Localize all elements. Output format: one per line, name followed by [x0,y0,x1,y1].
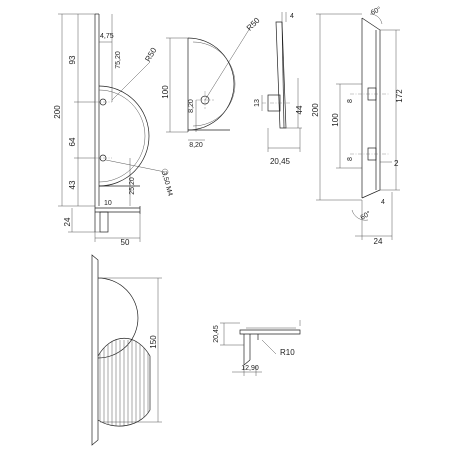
dim-side-offset: 4,75 [100,33,114,40]
dim-front-radius: R50 [143,46,158,64]
dim-right-hole-lower: 8 [347,157,354,161]
dim-hole-low: 25,20 [129,177,136,195]
dim-cup-height: 100 [161,85,170,99]
dim-side-width: 20,45 [270,157,291,166]
dim-right-base: 24 [374,237,383,246]
dim-right-height: 172 [395,89,404,103]
dim-lower: 43 [68,180,77,189]
dim-side-thickness: 4 [290,13,294,20]
dim-right-lip: 2 [394,159,399,168]
dim-detail-offset: 12,90 [241,365,259,372]
dim-total-height: 200 [53,105,62,119]
dim-cup-radius: R50 [245,15,262,32]
dim-top-hole: 75,20 [115,51,122,69]
dim-plate-offset: 10 [104,200,112,207]
dim-right-hole-upper: 8 [347,99,354,103]
detail-view: 20,45 R10 12,90 [213,320,301,376]
front-view: 200 93 64 43 4,75 75,20 R50 25,20 10 3,5… [53,13,173,207]
dim-hole-spec: 3,50 M4 [160,171,173,197]
dim-side-depth: 44 [295,105,304,114]
side-view: 4 13 44 20,45 [254,12,304,166]
flange-view: 24 50 [63,206,141,247]
cup-view: R50 100 8,20 8,20 [161,15,262,149]
dim-right-center: 100 [331,113,340,127]
dim-middle: 64 [68,137,77,146]
dim-side-boss: 13 [254,99,261,107]
dim-right-edge: 4 [381,199,385,206]
iso-view: 150 [91,254,162,446]
dim-iso-height: 150 [149,335,158,349]
dim-upper: 93 [68,55,77,64]
right-view: 60° 200 100 172 8 8 2 4 60° 24 [311,5,404,246]
dim-cup-hole-h: 8,20 [189,142,203,149]
dim-right-total: 200 [311,103,320,117]
dim-detail-radius: R10 [280,348,295,357]
dim-right-angle-top: 60° [369,5,382,17]
dim-cup-hole-v: 8,20 [188,99,195,113]
dim-detail-height: 20,45 [213,325,220,343]
dim-flange-width: 50 [121,238,130,247]
dim-right-angle-bottom: 60° [359,209,372,221]
dim-flange-base: 24 [63,217,72,226]
